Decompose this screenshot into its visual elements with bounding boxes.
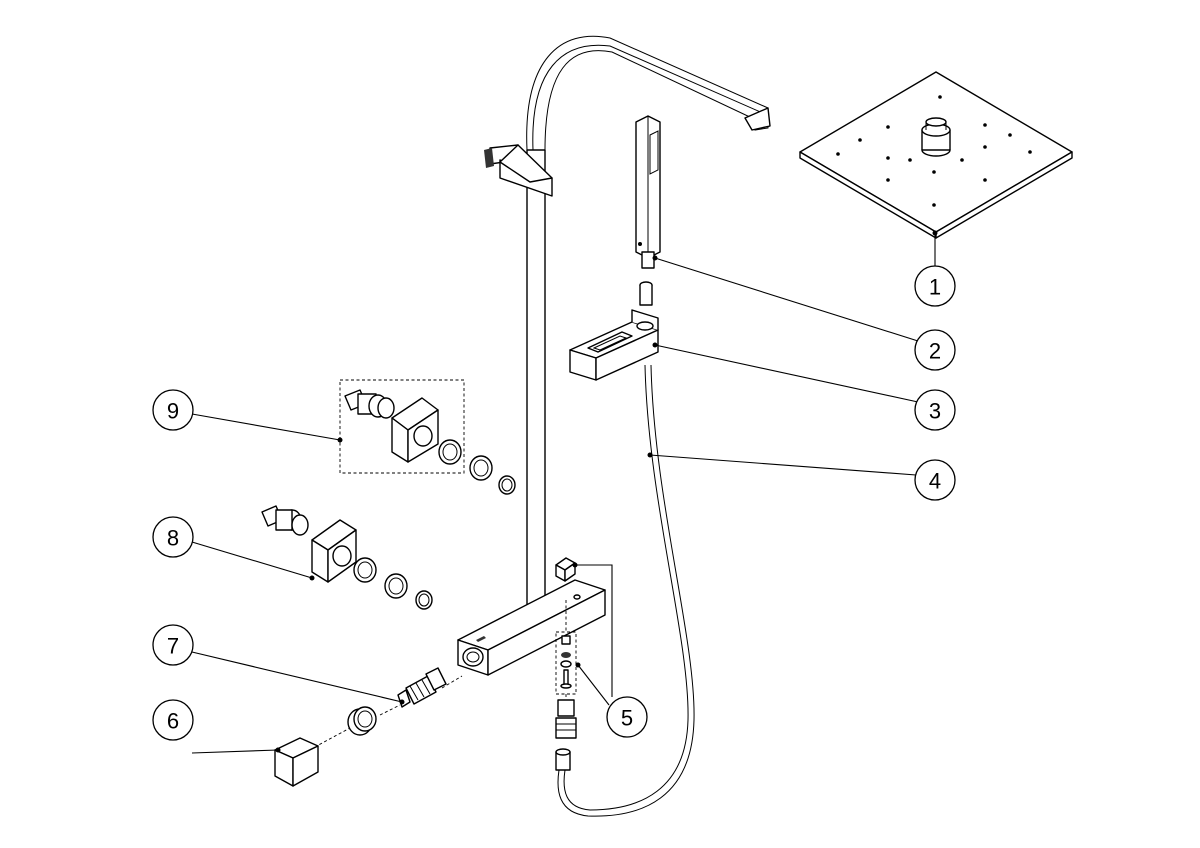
callout-3: 3 (914, 389, 956, 431)
callout-5: 5 (606, 696, 648, 738)
callout-1-label: 1 (929, 275, 941, 300)
thermostatic-cartridge (299, 667, 463, 756)
callout-1: 1 (914, 265, 956, 307)
callout-4-label: 4 (929, 469, 941, 494)
callout-2: 2 (914, 329, 956, 371)
callout-6-label: 6 (167, 709, 179, 734)
callout-3-label: 3 (929, 399, 941, 424)
callout-5-label: 5 (621, 706, 633, 731)
callout-2-label: 2 (929, 339, 941, 364)
diverter-kit (555, 600, 577, 739)
hand-shower (635, 115, 661, 269)
sliding-holder (569, 281, 659, 381)
callout-4: 4 (914, 459, 956, 501)
callout-8-label: 8 (167, 526, 179, 551)
control-knob (274, 737, 319, 787)
callout-8: 8 (152, 516, 194, 558)
callout-9: 9 (152, 389, 194, 431)
cartridge-nut (347, 706, 377, 736)
callout-6: 6 (152, 699, 194, 741)
wall-connection-kit-lower (261, 505, 433, 610)
callout-7-label: 7 (167, 634, 179, 659)
leader-lines (191, 230, 938, 754)
mixer-body (457, 557, 606, 676)
riser-pipe (484, 35, 771, 616)
shower-hose (555, 364, 695, 817)
callout-9-label: 9 (167, 399, 179, 424)
overhead-shower-head (799, 71, 1073, 239)
callout-7: 7 (152, 624, 194, 666)
wall-connection-kit-upper (339, 379, 516, 495)
